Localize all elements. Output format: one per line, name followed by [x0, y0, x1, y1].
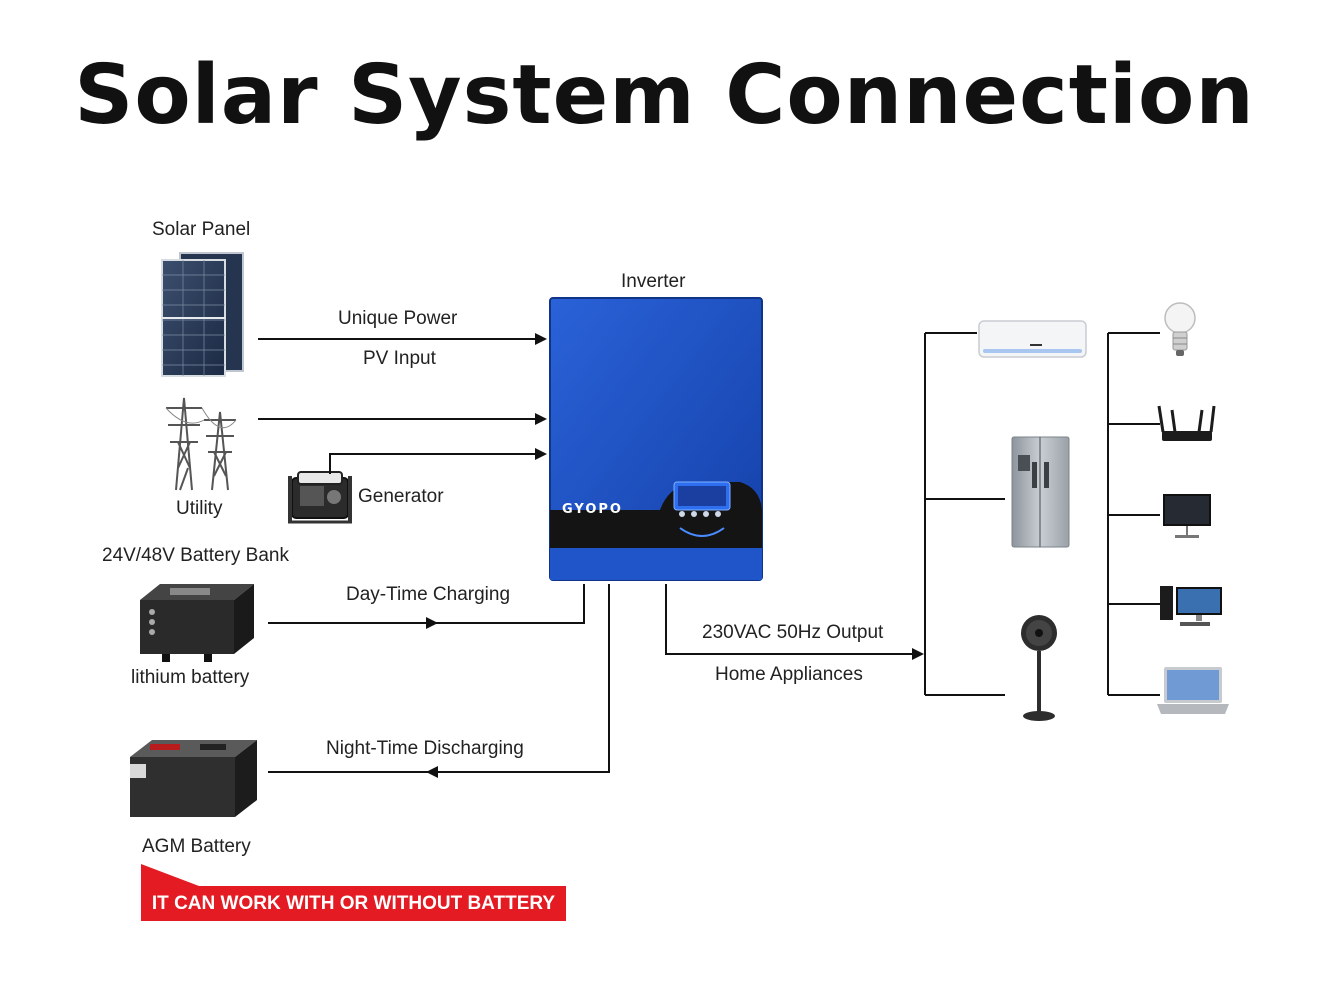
desktop-computer-icon [1160, 586, 1222, 626]
page-title: Solar System Connection [74, 48, 1255, 143]
solar-panel-label: Solar Panel [152, 219, 251, 240]
appliance-bus-left [924, 332, 1005, 696]
utility-input-arrow [258, 413, 547, 425]
monitor-icon [1163, 494, 1211, 538]
pv-top-label: Unique Power [338, 308, 458, 329]
lithium-battery-label: lithium battery [131, 667, 250, 688]
utility-tower-icon [165, 397, 237, 491]
refrigerator-icon [1011, 436, 1070, 548]
output-top-label: 230VAC 50Hz Output [702, 622, 884, 643]
utility-label: Utility [176, 498, 223, 519]
pv-input-arrow [258, 333, 547, 345]
day-charging-arrow [268, 584, 585, 629]
solar-panel-icon [161, 252, 244, 377]
inverter-unit: GYOPO [549, 297, 763, 581]
appliance-bus-right [1107, 332, 1160, 696]
battery-bank-label: 24V/48V Battery Bank [102, 545, 289, 566]
pv-bottom-label: PV Input [363, 348, 436, 369]
battery-note-text: IT CAN WORK WITH OR WITHOUT BATTERY [151, 893, 556, 914]
inverter-label: Inverter [621, 271, 686, 292]
output-arrow [665, 584, 924, 660]
inverter-brand: GYOPO [562, 502, 623, 517]
router-icon [1157, 405, 1216, 441]
badge-tab [141, 864, 199, 886]
light-bulb-icon [1164, 302, 1196, 356]
air-conditioner-icon [978, 320, 1087, 358]
day-charging-label: Day-Time Charging [346, 584, 511, 605]
lithium-battery-icon [140, 584, 254, 662]
agm-battery-label: AGM Battery [142, 836, 251, 857]
night-discharging-label: Night-Time Discharging [326, 738, 524, 759]
laptop-icon [1157, 667, 1229, 714]
battery-note-badge: IT CAN WORK WITH OR WITHOUT BATTERY [141, 886, 566, 921]
fan-icon [1021, 615, 1057, 721]
generator-input-arrow [329, 448, 547, 474]
agm-battery-icon [130, 740, 257, 817]
output-bottom-label: Home Appliances [715, 664, 863, 685]
generator-label: Generator [358, 486, 444, 507]
generator-icon [288, 471, 352, 524]
night-discharging-arrow [268, 584, 610, 778]
